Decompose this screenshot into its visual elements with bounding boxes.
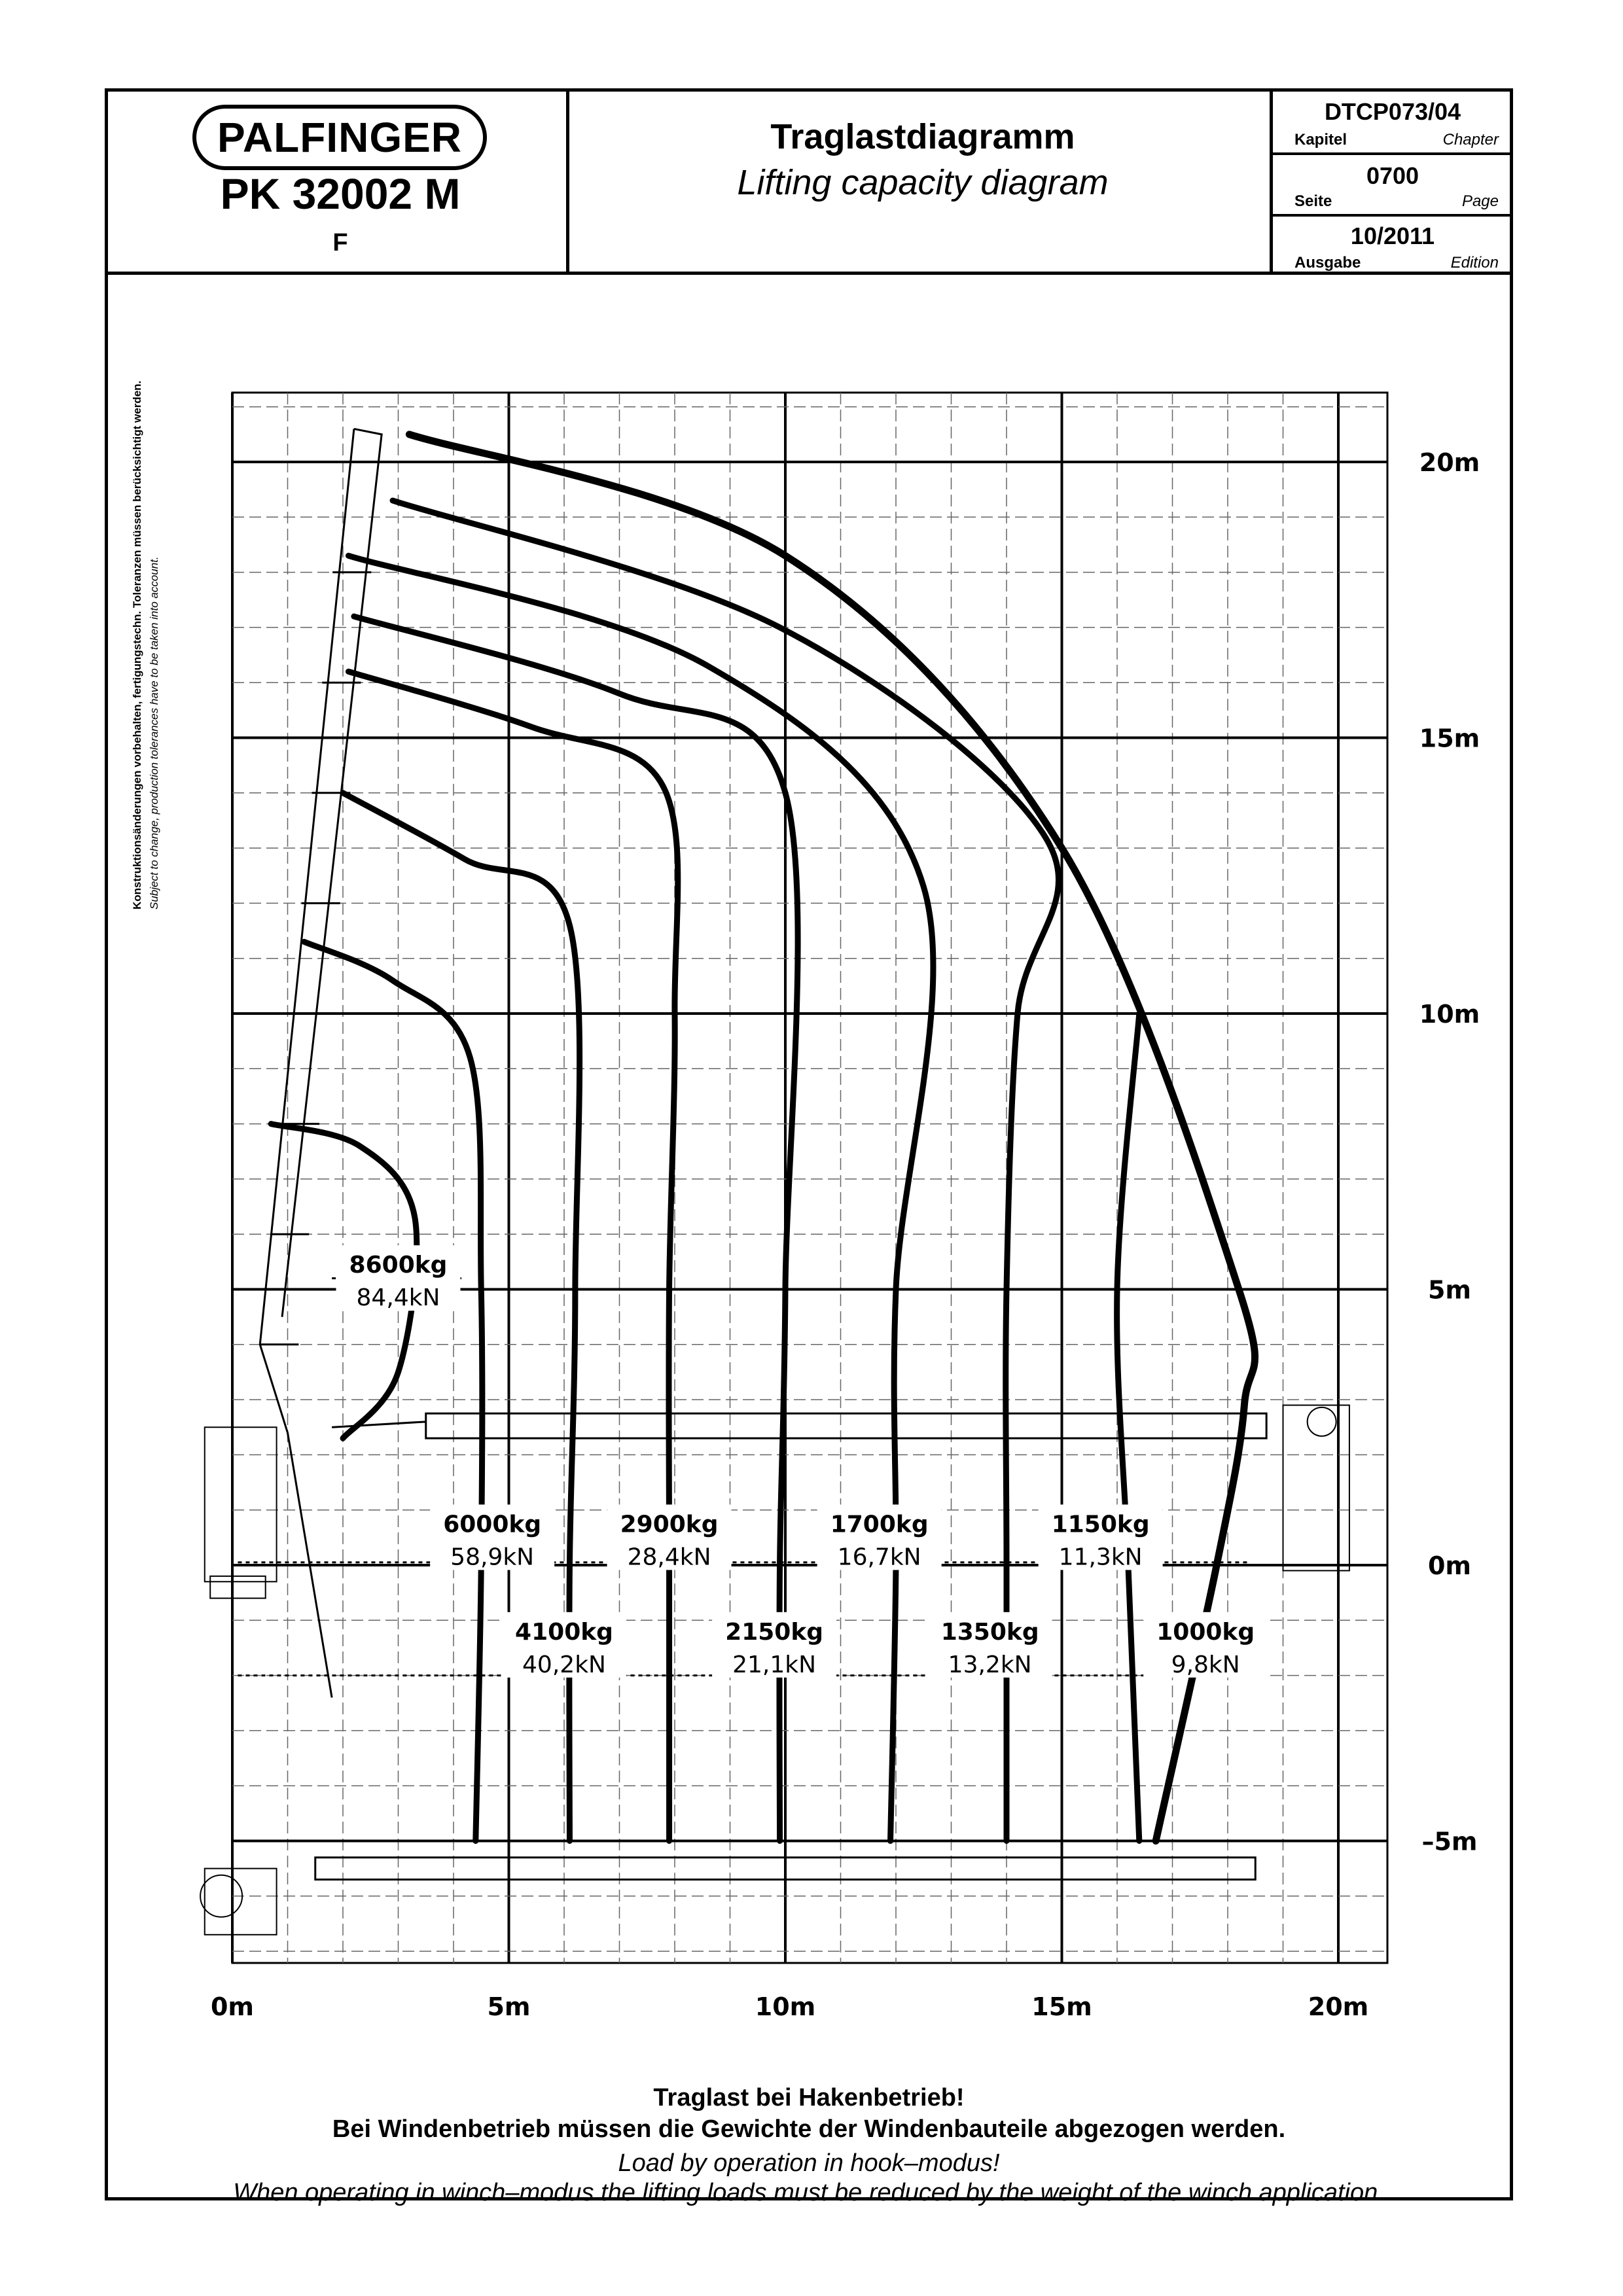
header-column-divider-right: [1270, 88, 1273, 275]
load-label-kg: 1150kg: [1052, 1511, 1150, 1538]
load-label-kg: 6000kg: [443, 1511, 541, 1538]
meta-divider-1: [1272, 152, 1513, 155]
load-curve-1700kg: [345, 552, 936, 1844]
header-column-divider-left: [566, 88, 569, 275]
boom-horizontal-link: [332, 1421, 426, 1428]
y-tick-label: 20m: [1419, 448, 1480, 477]
load-label-bg: [712, 1612, 837, 1678]
load-label-bg: [502, 1612, 626, 1678]
chapter-label-de: Kapitel: [1294, 131, 1347, 149]
crane-drawing: [200, 427, 1350, 1935]
x-tick-label: 20m: [1308, 1992, 1368, 2021]
load-label-bg: [336, 1245, 461, 1311]
x-tick-label: 5m: [487, 1992, 530, 2021]
folded-base-wheel: [200, 1874, 243, 1918]
load-label-kn: 13,2kN: [948, 1651, 1032, 1678]
y-tick-label: 0m: [1428, 1551, 1471, 1580]
load-label-bg: [1038, 1504, 1163, 1570]
y-tick-label: –5m: [1421, 1828, 1477, 1856]
load-label-kn: 16,7kN: [838, 1544, 921, 1570]
x-tick-label: 0m: [211, 1992, 254, 2021]
load-curve-6000kg: [301, 938, 486, 1844]
load-label-kg: 8600kg: [349, 1252, 448, 1279]
load-curves: [268, 431, 1259, 1845]
x-tick-label: 10m: [755, 1992, 815, 2021]
load-labels: 8600kg 84,4kN 6000kg 58,9kN 4100kg 40,2kN 2900…: [336, 1245, 1268, 1678]
crane-base: [209, 1575, 266, 1599]
load-curve-1350kg: [389, 497, 1061, 1844]
load-label-kn: 40,2kN: [522, 1651, 606, 1678]
chart-grid: [231, 391, 1389, 1964]
meta-divider-2: [1272, 214, 1513, 217]
load-label-bg: [1143, 1612, 1268, 1678]
y-tick-label: 5m: [1428, 1276, 1471, 1305]
load-label-kg: 1000kg: [1156, 1619, 1255, 1646]
boom-raised-edge: [281, 427, 383, 1317]
load-label-bg: [817, 1504, 942, 1570]
winch-unit: [1282, 1404, 1350, 1572]
load-label-kn: 58,9kN: [450, 1544, 534, 1570]
load-curve-1150kg: [1114, 1010, 1143, 1844]
load-label-bg: [430, 1504, 555, 1570]
page-label-en: Page: [1461, 192, 1499, 210]
load-curve-8600kg: [268, 1121, 420, 1441]
footer-note-en-1: Load by operation in hook–modus!: [618, 2149, 1000, 2177]
document-code: DTCP073/04: [1324, 98, 1461, 125]
footer-note-de-1: Traglast bei Hakenbetrieb!: [653, 2084, 965, 2111]
brand-logo: PALFINGER: [192, 105, 487, 170]
footer-note-de-2: Bei Windenbetrieb müssen die Gewichte de…: [332, 2115, 1286, 2143]
load-label-kn: 21,1kN: [732, 1651, 816, 1678]
page-frame: [105, 88, 1513, 2200]
winch-drum: [1306, 1406, 1337, 1437]
boom-raised: [259, 429, 355, 1698]
page-label-de: Seite: [1294, 192, 1332, 210]
title-german: Traglastdiagramm: [770, 117, 1075, 156]
y-tick-label: 10m: [1419, 1000, 1480, 1029]
crane-column: [204, 1426, 277, 1583]
footer-note-en-2: When operating in winch–modus the liftin…: [233, 2179, 1385, 2206]
load-label-kg: 2150kg: [725, 1619, 823, 1646]
load-label-kg: 2900kg: [620, 1511, 719, 1538]
model-variant: F: [332, 229, 348, 256]
edition-value: 10/2011: [1350, 222, 1435, 249]
page-number: 0700: [1366, 162, 1419, 189]
load-curve-4100kg: [340, 790, 583, 1844]
load-label-kg: 1700kg: [830, 1511, 929, 1538]
load-label-kn: 28,4kN: [628, 1544, 711, 1570]
title-english: Lifting capacity diagram: [737, 163, 1109, 202]
edition-label-en: Edition: [1450, 254, 1499, 272]
edition-label-de: Ausgabe: [1294, 254, 1361, 272]
load-label-kn: 84,4kN: [357, 1284, 440, 1311]
boom-horizontal: [425, 1412, 1268, 1439]
load-label-kg: 4100kg: [515, 1619, 613, 1646]
folded-column: [204, 1867, 277, 1935]
load-curve-1000kg: [405, 431, 1259, 1845]
load-label-kn: 11,3kN: [1059, 1544, 1143, 1570]
load-curve-2150kg: [351, 613, 801, 1844]
load-label-bg: [607, 1504, 732, 1570]
load-curve-2900kg: [345, 668, 681, 1844]
boom-folded: [314, 1856, 1257, 1881]
load-label-bg: [927, 1612, 1052, 1678]
axis-tick-labels: 0m 5m 10m 15m 20m 20m 15m 10m 5m 0m –5m: [211, 448, 1480, 2021]
load-label-kn: 9,8kN: [1171, 1651, 1240, 1678]
header-divider: [105, 272, 1513, 275]
model-name: PK 32002 M: [220, 169, 461, 218]
chapter-label-en: Chapter: [1442, 131, 1499, 149]
y-tick-label: 15m: [1419, 724, 1480, 753]
load-label-kg: 1350kg: [941, 1619, 1039, 1646]
x-tick-label: 15m: [1031, 1992, 1092, 2021]
